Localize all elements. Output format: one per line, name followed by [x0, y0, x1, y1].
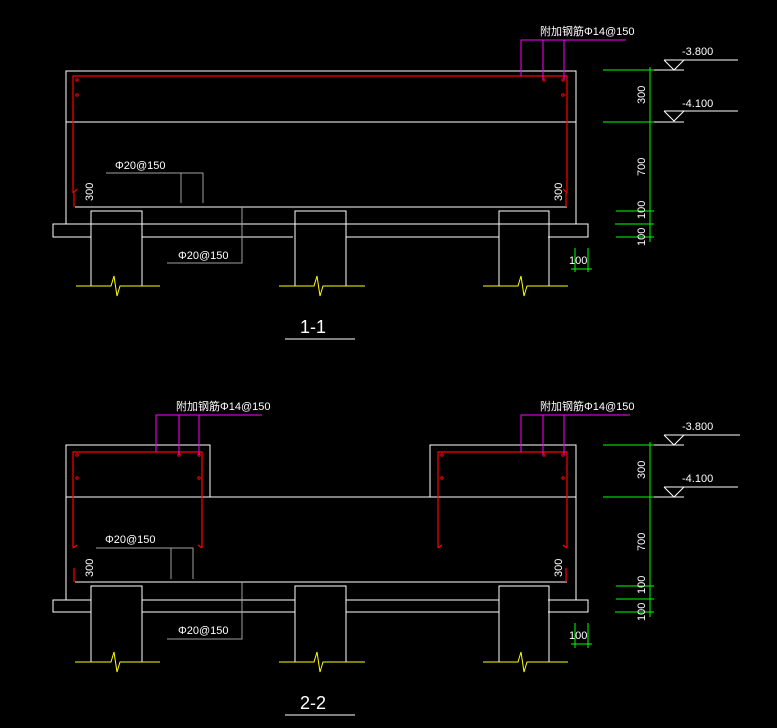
added-bar-leader: 附加钢筋Φ14@150: [520, 24, 635, 80]
dim-label: 100: [636, 603, 648, 621]
rebar-hook: [197, 544, 203, 549]
slab-left-edge: [52, 599, 91, 613]
rebar-dot: [440, 476, 444, 480]
break-line: [483, 651, 568, 673]
cap-outline: [65, 444, 577, 600]
top-rebar-cage: [72, 75, 568, 193]
leader-line: [155, 414, 262, 452]
rebar-cage-right: [437, 451, 568, 548]
rebar-dot: [75, 78, 79, 82]
break-line: [279, 275, 365, 297]
rebar-dot: [75, 476, 79, 480]
added-bar-leader-left: 附加钢筋Φ14@150: [155, 399, 271, 455]
break-line: [279, 651, 365, 673]
elevation-markers: -3.800 -4.100: [654, 46, 738, 123]
slab-left-edge: [52, 223, 91, 238]
elevation-triangle: [663, 434, 685, 446]
rebar-dot: [75, 453, 79, 457]
pile: [90, 210, 143, 286]
rebar-dot: [440, 453, 444, 457]
bottom-rebar-label: Φ20@150: [178, 250, 229, 262]
dimension-chain: 300 700 100 100 100: [569, 442, 654, 648]
rebar: [72, 451, 568, 582]
section-2-2-outline: [52, 444, 589, 662]
top-rebar-label: Φ20@150: [115, 160, 166, 172]
rebar: [72, 75, 568, 207]
added-bar-leader-right: 附加钢筋Φ14@150: [520, 399, 635, 455]
leader-line: [96, 547, 194, 579]
elevation-triangle: [663, 59, 685, 71]
added-bar-label: 附加钢筋Φ14@150: [176, 399, 271, 413]
dim-label: 100: [636, 576, 648, 594]
pile-dim-label: 100: [569, 255, 587, 267]
slab-right-edge: [548, 223, 589, 238]
leader-line: [520, 414, 630, 452]
pile-dim-label: 100: [569, 630, 587, 642]
bottom-rebar-label: Φ20@150: [178, 625, 229, 637]
dim-label: 300: [636, 461, 648, 479]
dim-label: 300: [636, 86, 648, 104]
dim-label: 700: [636, 533, 648, 551]
pile: [498, 210, 550, 286]
slab-right-edge: [548, 599, 589, 613]
cover-label: 300: [84, 183, 96, 201]
leader-line: [167, 582, 243, 640]
top-rebar-label: Φ20@150: [105, 534, 156, 546]
rebar-hook: [562, 544, 568, 549]
elevation-label: -4.100: [682, 98, 713, 110]
rebar-dot: [561, 93, 565, 97]
leader-line: [106, 172, 204, 203]
dim-label: 100: [636, 201, 648, 219]
added-bar-label: 附加钢筋Φ14@150: [540, 24, 635, 38]
elevation-label: -3.800: [682, 421, 713, 433]
pile: [294, 210, 347, 286]
section-2-2: 附加钢筋Φ14@150 附加钢筋Φ14@150 Φ20@150 Φ20@150 …: [52, 399, 740, 716]
rebar-hook: [72, 544, 78, 549]
elevation-markers: -3.800 -4.100: [654, 421, 740, 498]
rebar-hook: [562, 188, 568, 194]
break-line: [76, 275, 160, 297]
elevation-triangle: [663, 486, 685, 498]
added-bar-label: 附加钢筋Φ14@150: [540, 399, 635, 413]
cap-outline: [65, 70, 577, 225]
rebar-hook: [437, 544, 443, 549]
elevation-triangle: [663, 110, 685, 122]
leader-line: [520, 39, 626, 76]
dim-label: 100: [636, 228, 648, 246]
cover-label: 300: [84, 559, 96, 577]
pile: [90, 585, 143, 662]
section-1-1-outline: [52, 70, 589, 286]
rebar-dot: [561, 476, 565, 480]
break-lines: [76, 275, 568, 297]
break-line: [75, 651, 160, 673]
dimension-chain: 300 700 100 100 100: [569, 67, 654, 272]
section-title: 1-1: [300, 317, 326, 337]
elevation-label: -4.100: [682, 473, 713, 485]
elevation-label: -3.800: [682, 46, 713, 58]
rebar-dot: [197, 476, 201, 480]
cover-label: 300: [553, 183, 565, 201]
dim-label: 700: [636, 158, 648, 176]
rebar-leaders: Φ20@150 Φ20@150: [96, 534, 243, 640]
cover-label: 300: [553, 559, 565, 577]
leader-line: [167, 207, 243, 264]
break-line: [483, 275, 568, 297]
section-title: 2-2: [300, 693, 326, 713]
rebar-hook: [72, 188, 78, 194]
rebar-dot: [75, 93, 79, 97]
pile: [498, 585, 550, 662]
break-lines: [75, 651, 568, 673]
pile: [294, 585, 347, 662]
rebar-leaders: Φ20@150 Φ20@150: [106, 160, 243, 264]
section-1-1: 附加钢筋Φ14@150 Φ20@150 Φ20@150 300 300 -3.8…: [52, 24, 738, 340]
rebar-cage-left: [72, 451, 203, 548]
